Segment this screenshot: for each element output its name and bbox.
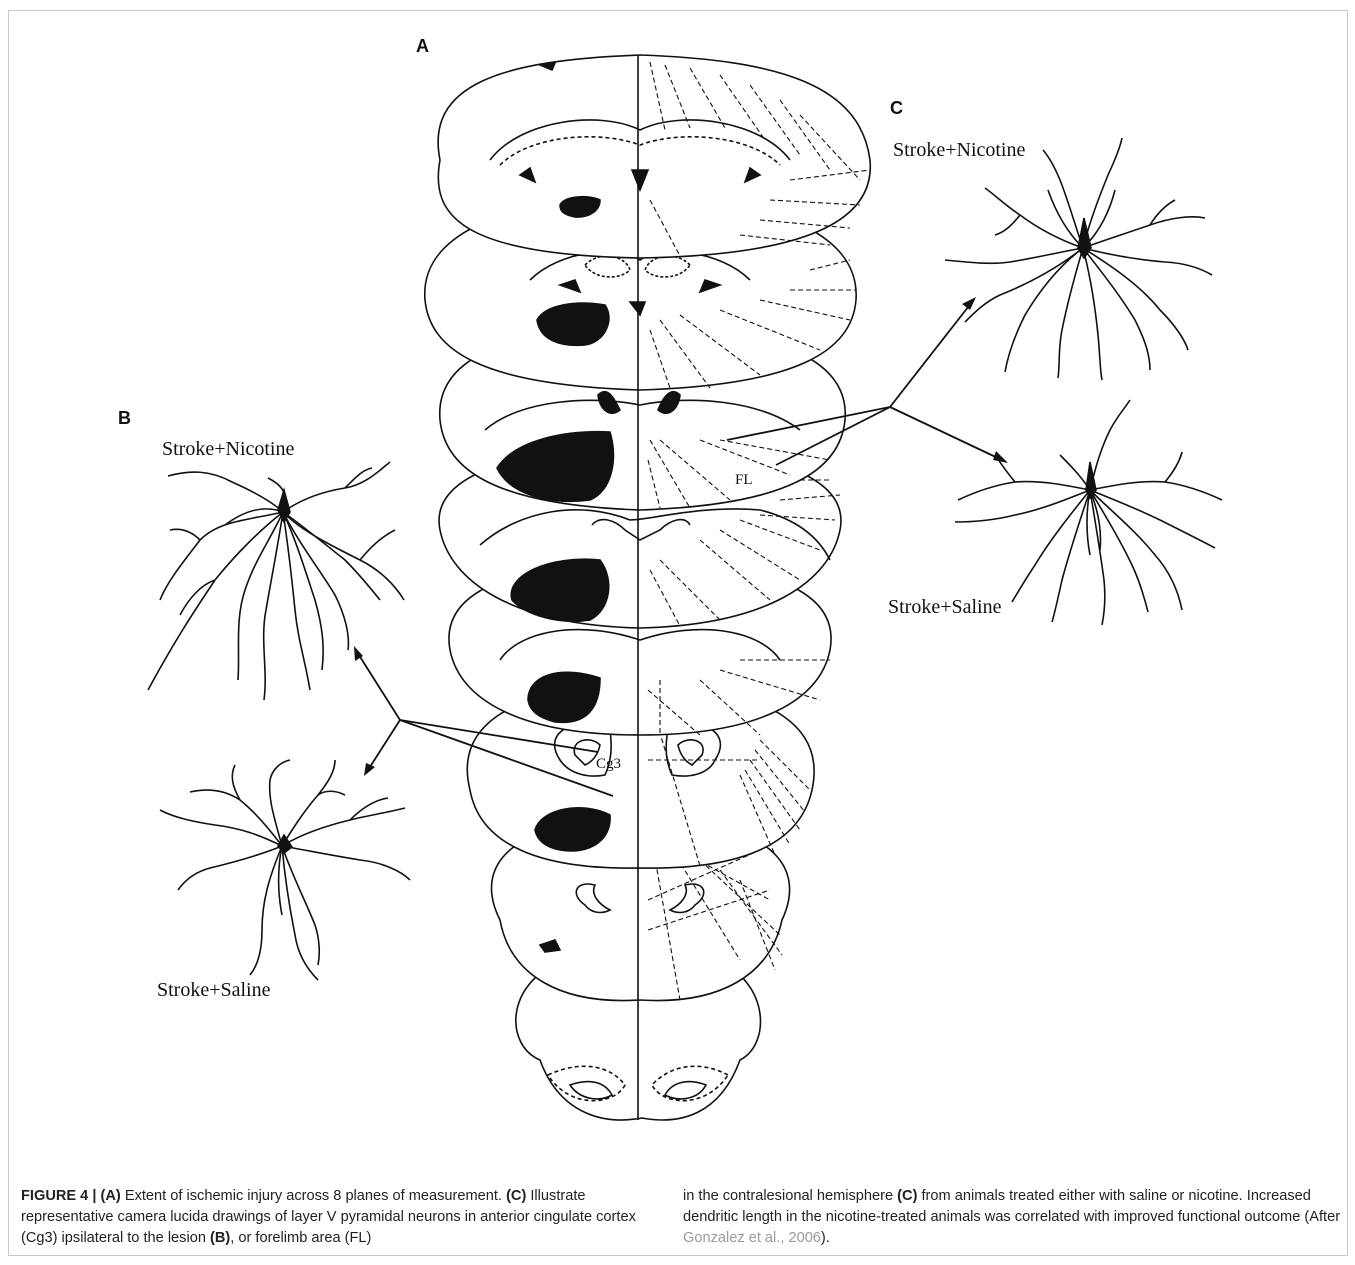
label-c-stroke-saline: Stroke+Saline <box>888 596 1002 618</box>
caption-column-left: FIGURE 4 | (A) Extent of ischemic injury… <box>21 1186 671 1249</box>
caption-ref-c-1: (C) <box>506 1188 526 1204</box>
panel-label-b: B <box>118 408 131 428</box>
label-b-stroke-saline: Stroke+Saline <box>157 979 271 1001</box>
caption-text-6: ). <box>821 1230 830 1246</box>
caption-text-1: Extent of ischemic injury across 8 plane… <box>121 1188 506 1204</box>
caption-text-3: , or forelimb area (FL) <box>230 1230 371 1246</box>
caption-figure-id: FIGURE 4 | <box>21 1188 96 1204</box>
caption-ref-b: (B) <box>210 1230 230 1246</box>
region-label-fl: FL <box>735 472 753 488</box>
region-label-cg3: Cg3 <box>596 756 621 772</box>
panel-label-a: A <box>416 36 429 56</box>
neuron-c-saline <box>955 400 1222 625</box>
neuron-c-nicotine <box>945 138 1212 380</box>
neuron-b-saline <box>160 760 410 980</box>
figure-illustration: A B C Stroke+Nicotine Stroke+Saline Stro… <box>0 0 1355 1180</box>
label-c-stroke-nicotine: Stroke+Nicotine <box>893 139 1025 161</box>
brain-slice-1 <box>438 55 870 258</box>
caption-ref-a: (A) <box>101 1188 121 1204</box>
caption-ref-c-2: (C) <box>897 1188 917 1204</box>
citation-link[interactable]: Gonzalez et al., 2006 <box>683 1230 821 1246</box>
label-b-stroke-nicotine: Stroke+Nicotine <box>162 438 294 460</box>
caption-text-4: in the contralesional hemisphere <box>683 1188 897 1204</box>
brain-slice-stack <box>425 55 871 1120</box>
caption-column-right: in the contralesional hemisphere (C) fro… <box>683 1186 1343 1249</box>
panel-label-c: C <box>890 98 903 118</box>
